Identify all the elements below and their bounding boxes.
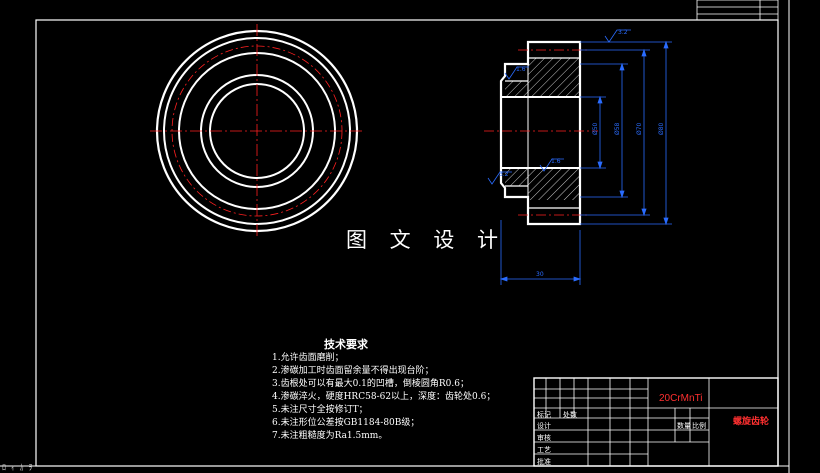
tb-label-review: 审核 (537, 434, 551, 442)
tb-label-scale: 比例 (692, 422, 706, 430)
tech-item-4: 4.渗碳淬火，硬度HRC58-62以上，深度：齿轮处0.6； (272, 392, 496, 402)
front-view (150, 24, 364, 238)
tb-label-mark: 标记 (537, 411, 551, 419)
tb-label-approve: 批准 (537, 458, 551, 466)
rough-2: 1.6 (516, 66, 526, 73)
part-name-label: 螺旋齿轮 (733, 417, 770, 427)
dim-d4: Ø80 (658, 122, 665, 135)
material-label: 20CrMnTi (659, 393, 703, 404)
rough-4: 3.2 (499, 171, 509, 178)
tech-item-6: 6.未注形位公差按GB1184-80B级； (272, 418, 420, 428)
tech-item-2: 2.渗碳加工时齿面留余量不得出现台阶； (272, 366, 434, 376)
dimension-labels: Ø80 Ø70 Ø58 Ø50 30 3.2 1.6 1.6 3.2 (499, 29, 665, 278)
tb-label-process: 工艺 (537, 446, 551, 454)
tb-label-count: 处数 (563, 411, 577, 419)
tech-item-5: 5.未注尺寸全按修订T； (272, 405, 368, 415)
tb-label-qty: 数量 (677, 422, 691, 430)
tech-item-3: 3.齿根处可以有最大0.1的凹槽，倒棱圆角R0.6； (272, 379, 469, 389)
status-bar: ﾛ ｨ ｶ ｦ (2, 463, 33, 472)
tech-item-1: 1.允许齿面磨削； (272, 353, 344, 363)
rough-3: 1.6 (551, 158, 561, 165)
dim-d3: Ø70 (636, 122, 643, 135)
top-right-table (696, 0, 779, 21)
section-view (484, 40, 598, 226)
tech-item-7: 7.未注粗糙度为Ra1.5mm。 (272, 431, 388, 441)
rough-1: 3.2 (618, 29, 628, 36)
dimensions (487, 29, 672, 285)
dim-d2: Ø58 (614, 122, 621, 135)
tb-label-design: 设计 (537, 422, 551, 430)
dim-d1: Ø50 (592, 122, 599, 135)
dim-width: 30 (536, 271, 544, 278)
watermark-text: 图 文 设 计 (346, 228, 507, 252)
tech-title: 技术要求 (324, 338, 368, 351)
title-block (533, 377, 779, 467)
